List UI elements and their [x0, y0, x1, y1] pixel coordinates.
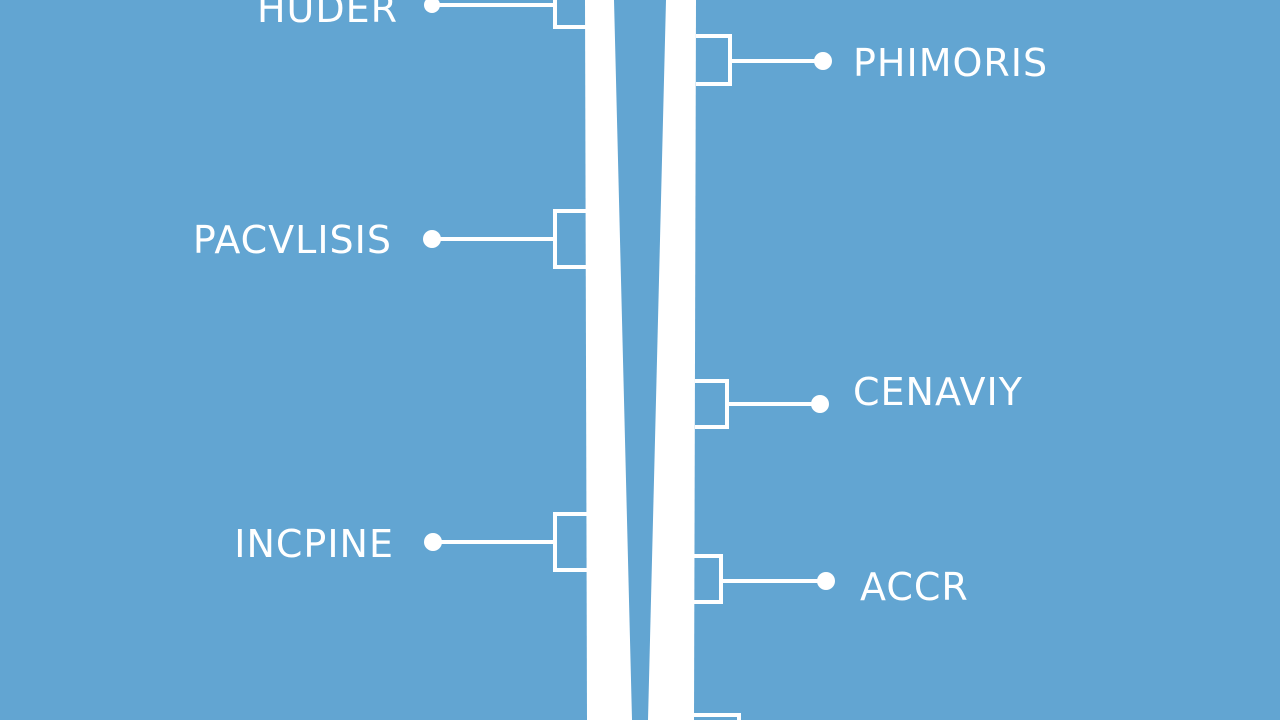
label-accr: ACCR [860, 565, 969, 609]
right-branch-2 [695, 379, 829, 429]
label-pacvlisis: PACVLISIS [192, 218, 392, 262]
left-branch-1 [424, 0, 586, 29]
label-incpine: INCPINE [234, 522, 394, 566]
left-vertical-bar [585, 0, 632, 720]
label-huder: HUDER [256, 0, 398, 31]
left-branch-3 [424, 512, 587, 572]
right-vertical-bar [648, 0, 696, 720]
right-branch-1 [696, 34, 832, 86]
left-branch-2 [423, 209, 586, 269]
right-branch-4 [694, 713, 741, 720]
right-branch-3 [694, 554, 835, 604]
label-phimoris: PHIMORIS [853, 41, 1049, 85]
label-cenaviy: CENAVIY [853, 370, 1023, 414]
